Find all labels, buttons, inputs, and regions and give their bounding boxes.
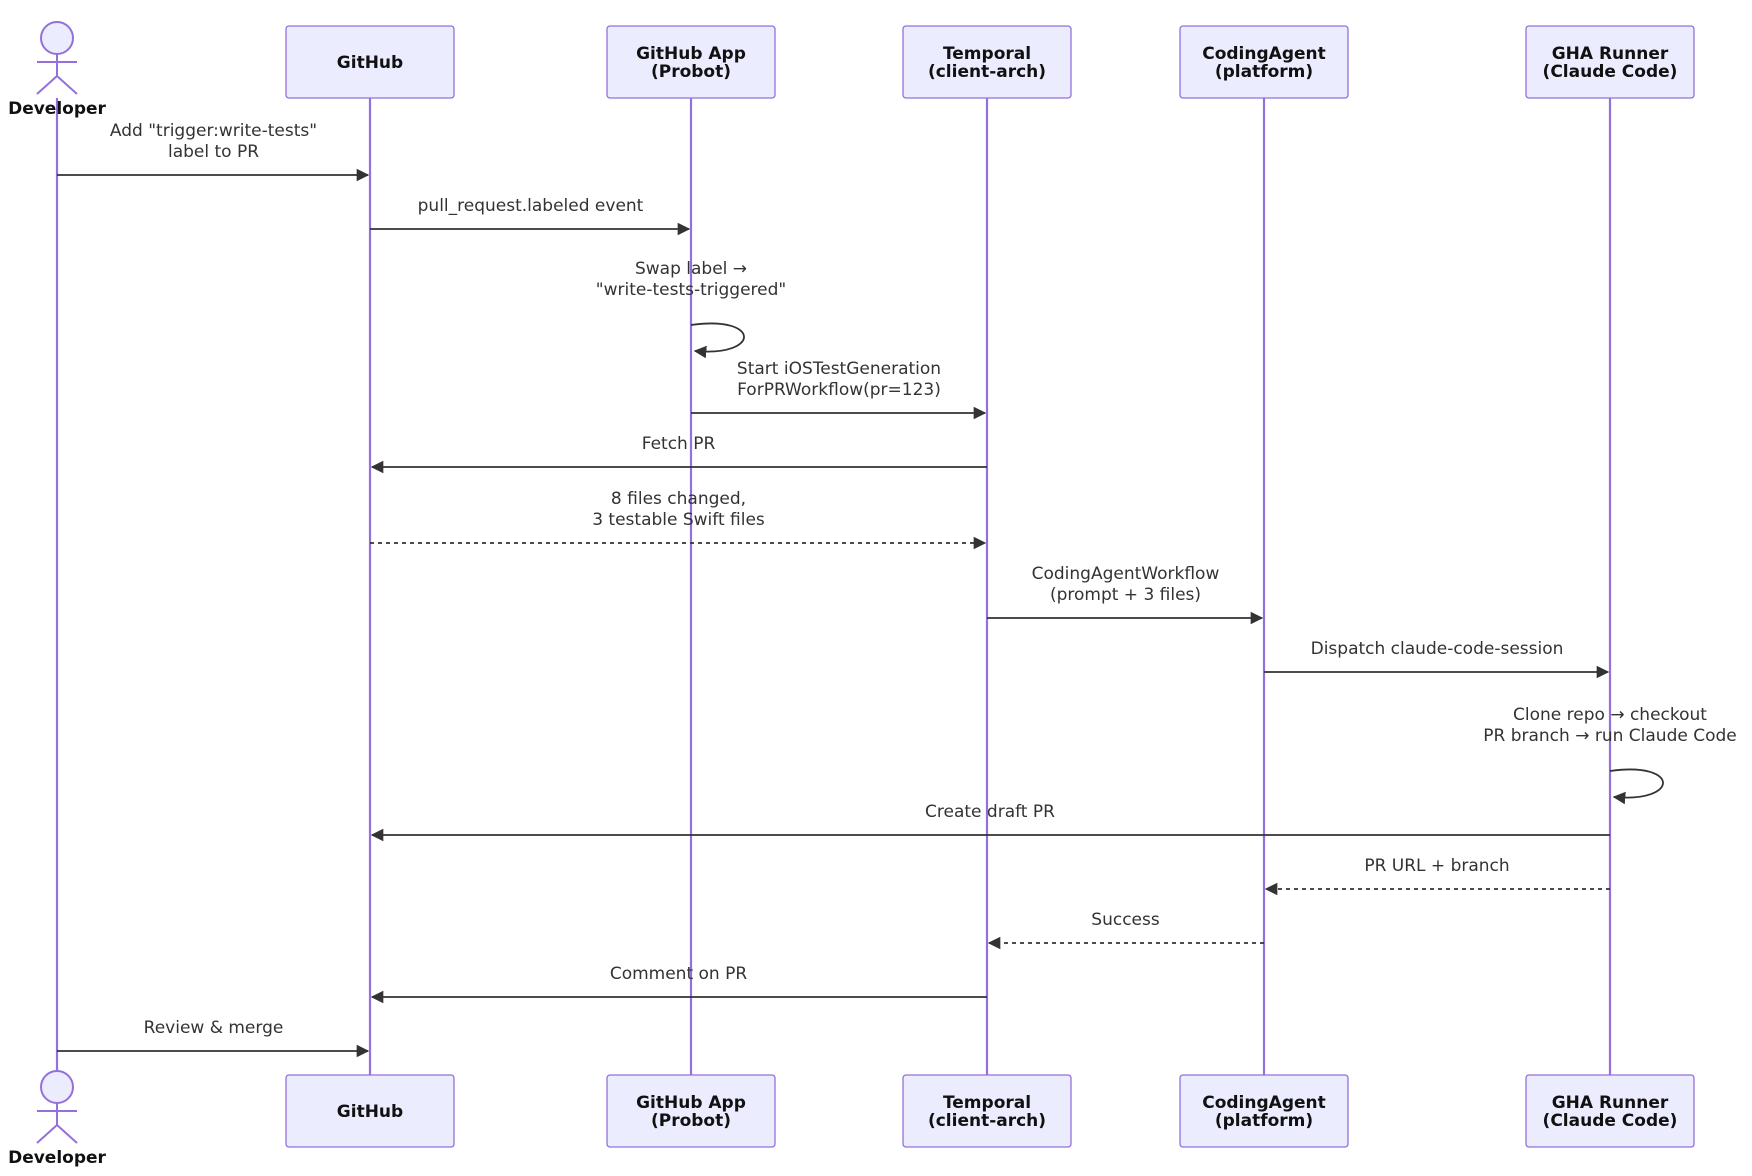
participant-label: (platform) <box>1215 1111 1313 1131</box>
message-label: Add "trigger:write-tests" <box>110 121 317 141</box>
message-10: Create draft PR <box>370 802 1610 842</box>
participant-label: GitHub <box>337 53 403 73</box>
person-icon <box>40 1070 74 1104</box>
message-8: Dispatch claude-code-session <box>1264 639 1610 679</box>
message-label: PR branch → run Claude Code <box>1483 726 1737 746</box>
participant-gha-top: GHA Runner(Claude Code) <box>1525 25 1695 99</box>
participant-gh-bottom: GitHub <box>285 1074 455 1148</box>
message-2: pull_request.labeled event <box>370 196 691 236</box>
participant-gha-bottom: GHA Runner(Claude Code) <box>1525 1074 1695 1148</box>
message-label: pull_request.labeled event <box>418 196 644 216</box>
message-label: Comment on PR <box>610 964 748 984</box>
actors-top: Developer GitHub GitHub App(Probot) Tempora… <box>8 21 1695 119</box>
message-4: Start iOSTestGenerationForPRWorkflow(pr=… <box>691 359 987 420</box>
message-label: Swap label → <box>635 259 747 279</box>
participant-box <box>285 1074 455 1148</box>
message-14: Review & merge <box>57 1018 370 1058</box>
message-label: (prompt + 3 files) <box>1050 585 1201 605</box>
participant-label: CodingAgent <box>1202 1093 1326 1113</box>
message-label: Start iOSTestGeneration <box>737 359 941 379</box>
participant-label: CodingAgent <box>1202 44 1326 64</box>
message-label: Clone repo → checkout <box>1513 705 1707 725</box>
participant-label: GHA Runner <box>1552 44 1669 64</box>
participant-label: GHA Runner <box>1552 1093 1669 1113</box>
participant-label: Temporal <box>943 1093 1031 1113</box>
participant-ca-bottom: CodingAgent(platform) <box>1179 1074 1349 1148</box>
person-leg-left <box>36 1124 58 1144</box>
message-5: Fetch PR <box>370 434 987 474</box>
message-label: Dispatch claude-code-session <box>1311 639 1564 659</box>
participant-label: GitHub App <box>636 44 746 64</box>
participant-label: Temporal <box>943 44 1031 64</box>
participant-dev-bottom: Developer <box>8 1070 107 1168</box>
actors-bottom: Developer GitHub GitHub App(Probot) Tempora… <box>8 1070 1695 1168</box>
participant-label: (Claude Code) <box>1543 1111 1678 1131</box>
person-icon <box>40 21 74 55</box>
participant-app-top: GitHub App(Probot) <box>606 25 776 99</box>
message-13: Comment on PR <box>370 964 987 1004</box>
participant-dev-top: Developer <box>8 21 107 119</box>
participant-box <box>1179 1074 1349 1148</box>
participant-box <box>285 25 455 99</box>
participant-temporal-bottom: Temporal(client-arch) <box>902 1074 1072 1148</box>
message-1: Add "trigger:write-tests"label to PR <box>57 121 370 182</box>
participant-gh-top: GitHub <box>285 25 455 99</box>
message-11: PR URL + branch <box>1264 856 1610 896</box>
participant-temporal-top: Temporal(client-arch) <box>902 25 1072 99</box>
participant-label: (Probot) <box>651 62 731 82</box>
message-label: ForPRWorkflow(pr=123) <box>737 380 941 400</box>
person-leg-left <box>36 75 58 95</box>
participant-label: (Probot) <box>651 1111 731 1131</box>
participant-label: (platform) <box>1215 62 1313 82</box>
message-6: 8 files changed,3 testable Swift files <box>370 489 987 550</box>
message-7: CodingAgentWorkflow(prompt + 3 files) <box>987 564 1264 625</box>
person-leg-right <box>56 75 78 95</box>
message-label: Review & merge <box>144 1018 284 1038</box>
participant-box <box>902 1074 1072 1148</box>
participant-label: (client-arch) <box>928 62 1046 82</box>
lifelines <box>55 98 1612 1075</box>
participant-box <box>902 25 1072 99</box>
participant-app-bottom: GitHub App(Probot) <box>606 1074 776 1148</box>
message-3: Swap label →"write-tests-triggered" <box>596 259 786 359</box>
participant-box <box>1525 1074 1695 1148</box>
message-12: Success <box>987 910 1264 950</box>
participant-label: (client-arch) <box>928 1111 1046 1131</box>
message-label: PR URL + branch <box>1364 856 1509 876</box>
message-label: CodingAgentWorkflow <box>1032 564 1220 584</box>
participant-label: GitHub App <box>636 1093 746 1113</box>
message-label: "write-tests-triggered" <box>596 280 786 300</box>
self-message-arrow <box>690 322 745 359</box>
participant-label: (Claude Code) <box>1543 62 1678 82</box>
message-label: 3 testable Swift files <box>592 510 765 530</box>
message-label: 8 files changed, <box>611 489 746 509</box>
person-leg-right <box>56 1124 78 1144</box>
message-label: Success <box>1091 910 1160 930</box>
participant-label: Developer <box>8 1148 106 1168</box>
participant-ca-top: CodingAgent(platform) <box>1179 25 1349 99</box>
messages: Add "trigger:write-tests"label to PR pull… <box>57 121 1737 1058</box>
participant-box <box>606 1074 776 1148</box>
participant-label: GitHub <box>337 1102 403 1122</box>
self-message-arrow <box>1609 768 1664 805</box>
participant-label: Developer <box>8 99 106 119</box>
participant-box <box>606 25 776 99</box>
message-label: Fetch PR <box>642 434 716 454</box>
participant-box <box>1525 25 1695 99</box>
message-label: label to PR <box>168 142 259 162</box>
participant-box <box>1179 25 1349 99</box>
message-label: Create draft PR <box>925 802 1055 822</box>
